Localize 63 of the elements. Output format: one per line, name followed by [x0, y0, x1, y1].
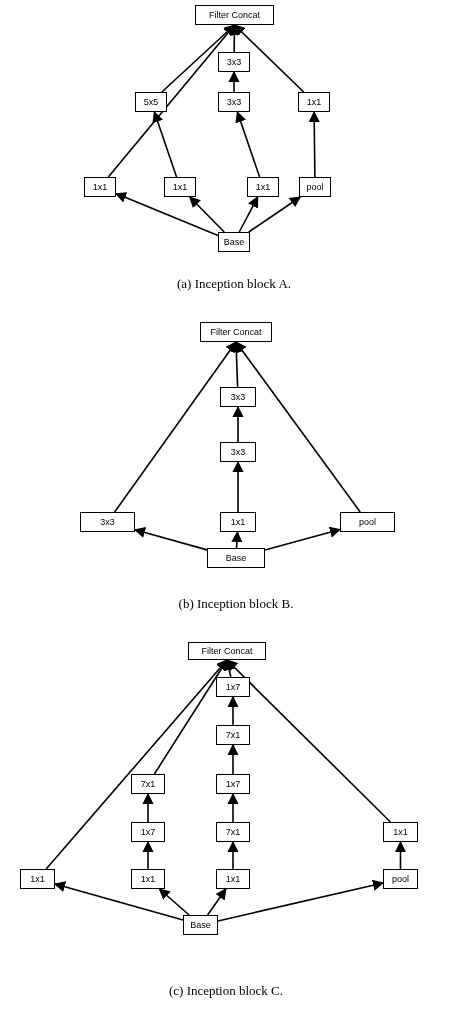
layer-box: pool [383, 869, 418, 889]
arrow [113, 341, 237, 513]
arrow [228, 23, 240, 53]
arrow [233, 24, 305, 93]
layer-box: 7x1 [216, 725, 250, 745]
arrow [227, 695, 239, 726]
layer-box: 3x3 [80, 512, 135, 532]
caption: (c) Inception block C. [168, 983, 284, 999]
layer-box: 1x1 [84, 177, 116, 197]
layer-box: 7x1 [131, 774, 165, 794]
layer-box: 1x7 [131, 822, 165, 842]
caption: (a) Inception block A. [176, 276, 292, 292]
arrow [53, 881, 184, 921]
layer-box: pool [299, 177, 331, 197]
arrow [226, 659, 392, 823]
layer-box: 1x1 [383, 822, 418, 842]
arrow [158, 888, 190, 916]
arrow [189, 196, 225, 233]
arrow [238, 196, 259, 233]
arrow [227, 792, 239, 823]
arrow [206, 888, 227, 916]
arrow [247, 196, 302, 233]
caption: (b) Inception block B. [178, 596, 294, 612]
layer-box: 1x1 [216, 869, 250, 889]
layer-box: 7x1 [216, 822, 250, 842]
layer-box: pool [340, 512, 395, 532]
arrow [231, 530, 243, 549]
arrow [264, 526, 342, 551]
arrow [227, 840, 239, 870]
arrow [45, 659, 228, 870]
arrow [308, 110, 320, 178]
arrow [394, 840, 407, 870]
concat-box: Filter Concat [200, 322, 272, 342]
layer-box: 3x3 [218, 92, 250, 112]
arrow [114, 192, 219, 237]
layer-box: Base [183, 915, 218, 935]
concat-box: Filter Concat [195, 5, 274, 25]
arrow [142, 840, 154, 870]
layer-box: 1x7 [216, 677, 250, 697]
layer-box: 1x1 [220, 512, 256, 532]
arrow [232, 460, 244, 513]
arrow [235, 110, 261, 178]
layer-box: 1x1 [20, 869, 55, 889]
layer-box: 1x7 [216, 774, 250, 794]
layer-box: 1x1 [131, 869, 165, 889]
layer-box: 1x1 [298, 92, 330, 112]
concat-box: Filter Concat [188, 642, 266, 660]
arrow [142, 792, 154, 823]
layer-box: 1x1 [247, 177, 279, 197]
arrow [152, 110, 178, 178]
arrow [227, 743, 239, 775]
arrow [235, 341, 361, 513]
layer-box: 5x5 [135, 92, 167, 112]
layer-box: 3x3 [220, 442, 256, 462]
arrow [217, 879, 385, 922]
layer-box: 1x1 [164, 177, 196, 197]
layer-box: 3x3 [218, 52, 250, 72]
arrow [133, 527, 208, 551]
arrow [228, 70, 240, 93]
layer-box: Base [218, 232, 250, 252]
arrow [232, 405, 244, 443]
layer-box: 3x3 [220, 387, 256, 407]
layer-box: Base [207, 548, 265, 568]
